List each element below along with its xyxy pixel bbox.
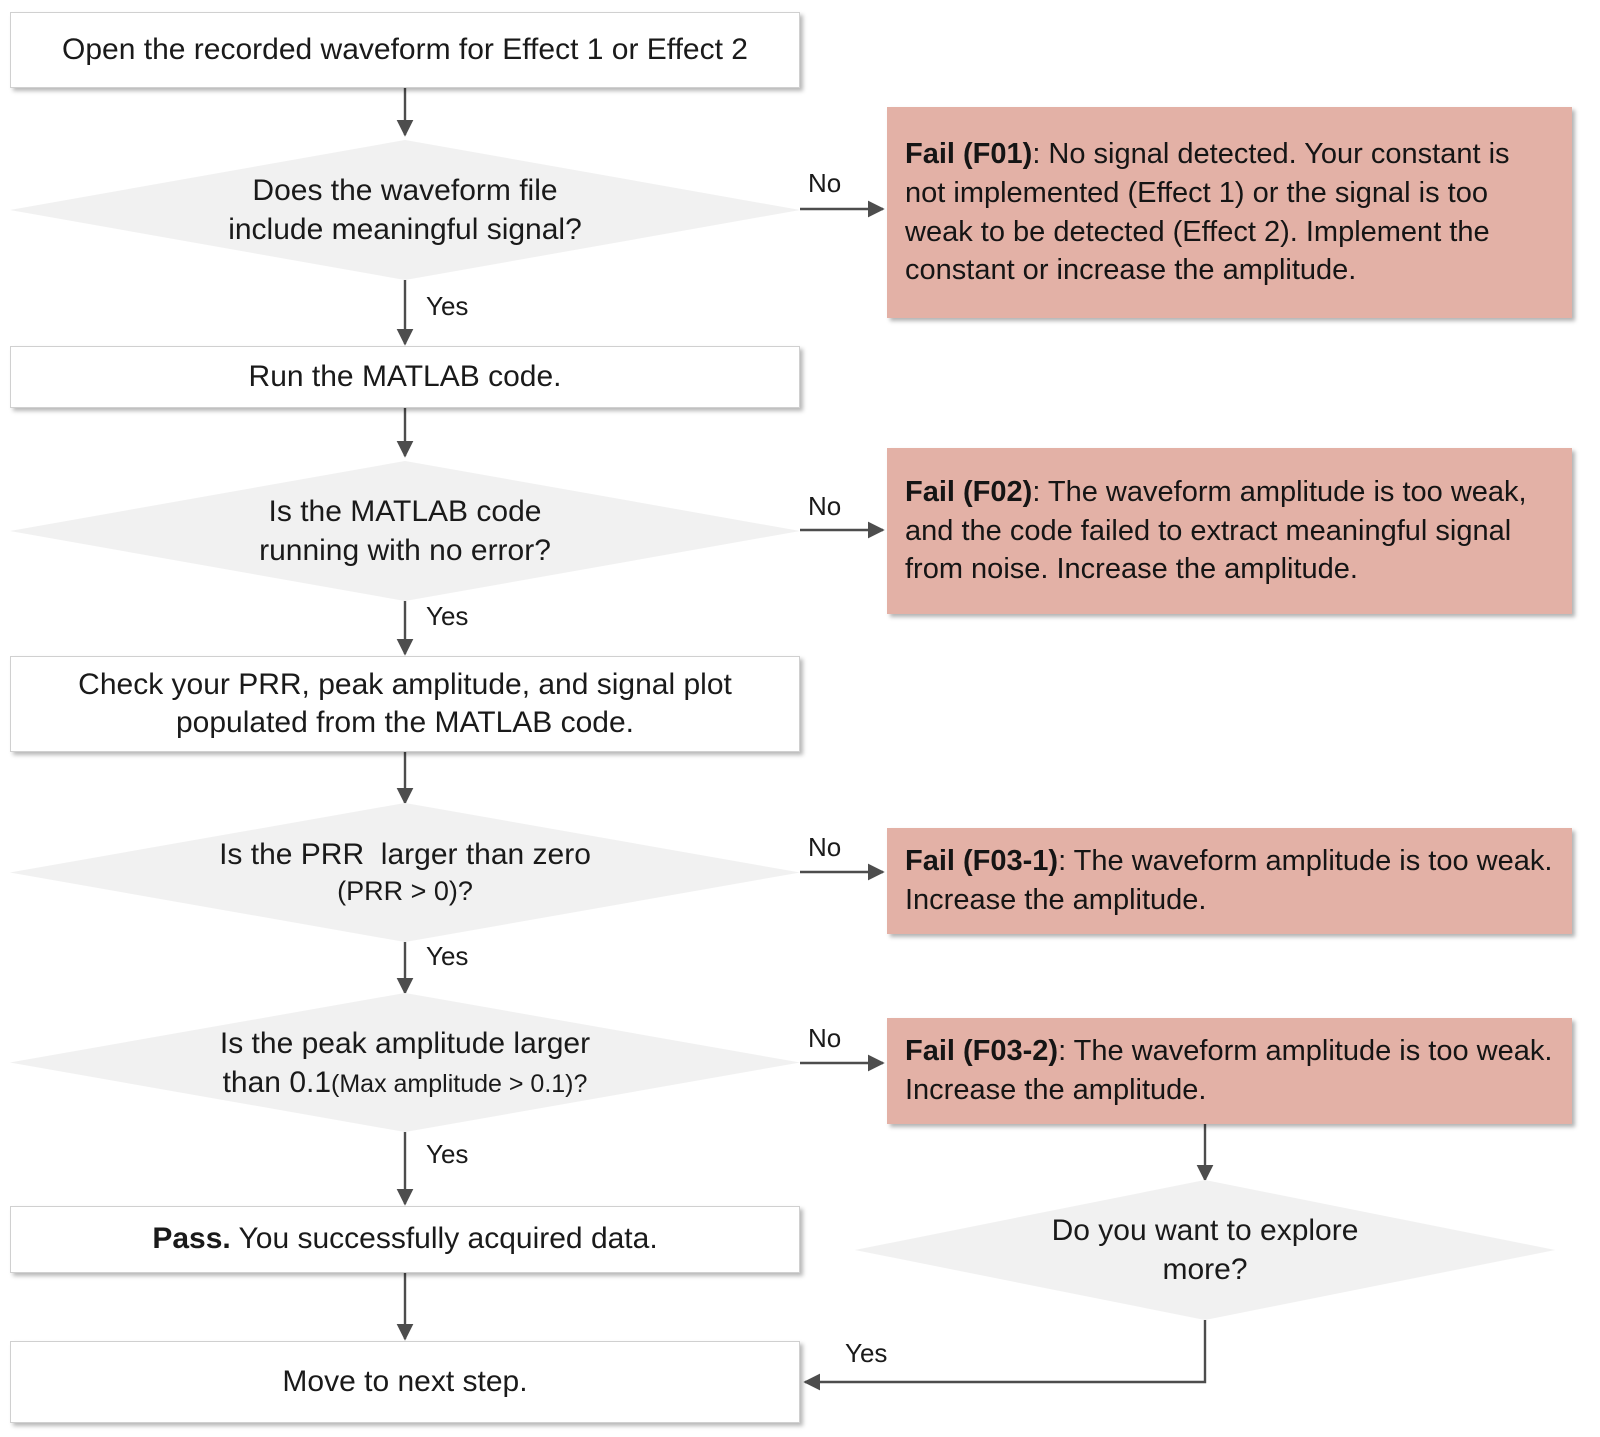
node-open-waveform: Open the recorded waveform for Effect 1 … bbox=[10, 12, 800, 88]
fail-f01-label: Fail (F01) bbox=[905, 137, 1033, 170]
node-q-prr-gt-zero-text: Is the PRR larger than zero (PRR > 0)? bbox=[113, 835, 698, 909]
edge-label-yes-2: Yes bbox=[426, 601, 469, 631]
fail-f01-text: : No signal detected. Your constant is n… bbox=[905, 137, 1510, 287]
node-check-prr: Check your PRR, peak amplitude, and sign… bbox=[10, 656, 800, 752]
node-q-explore-more-text: Do you want to explore more? bbox=[946, 1211, 1464, 1289]
node-q-explore-more: Do you want to explore more? bbox=[855, 1180, 1555, 1320]
edge-label-no-4: No bbox=[808, 1023, 842, 1053]
edge-label-no-1: No bbox=[808, 168, 842, 198]
edge-label-yes-1: Yes bbox=[426, 291, 469, 321]
node-open-waveform-text: Open the recorded waveform for Effect 1 … bbox=[62, 32, 748, 66]
q-peak-amplitude-line2: than 0.1(Max amplitude > 0.1)? bbox=[113, 1063, 698, 1102]
node-q-meaningful-signal-text: Does the waveform file include meaningfu… bbox=[113, 171, 698, 249]
fail-f02-label: Fail (F02) bbox=[905, 475, 1033, 508]
node-fail-f01: Fail (F01): No signal detected. Your con… bbox=[887, 107, 1572, 318]
edge-label-no-2: No bbox=[808, 491, 842, 521]
pass-text: You successfully acquired data. bbox=[230, 1222, 658, 1256]
q-prr-gt-zero-line2: (PRR > 0)? bbox=[337, 876, 473, 907]
node-run-matlab: Run the MATLAB code. bbox=[10, 346, 800, 408]
check-prr-line2: populated from the MATLAB code. bbox=[175, 706, 635, 739]
fail-f03-1-text: : The waveform amplitude is too weak. In… bbox=[905, 845, 1553, 916]
q-peak-amplitude-line2b: (Max amplitude > 0.1)? bbox=[331, 1069, 588, 1098]
node-move-next-text: Move to next step. bbox=[282, 1364, 528, 1398]
node-q-peak-amplitude: Is the peak amplitude larger than 0.1(Ma… bbox=[10, 993, 800, 1132]
node-q-matlab-no-error: Is the MATLAB code running with no error… bbox=[10, 461, 800, 601]
node-q-matlab-no-error-text: Is the MATLAB code running with no error… bbox=[113, 492, 698, 570]
edge-label-yes-4: Yes bbox=[426, 1139, 469, 1169]
q-matlab-no-error-line1: Is the MATLAB code bbox=[268, 495, 542, 528]
node-pass: Pass. You successfully acquired data. bbox=[10, 1206, 800, 1273]
q-explore-more-line2: more? bbox=[1162, 1253, 1248, 1286]
fail-f03-2-text: : The waveform amplitude is too weak. In… bbox=[905, 1035, 1553, 1106]
edge-label-yes-explore: Yes bbox=[845, 1338, 888, 1368]
node-fail-f03-2: Fail (F03-2): The waveform amplitude is … bbox=[887, 1018, 1572, 1124]
pass-label: Pass. bbox=[152, 1222, 231, 1256]
fail-f02-text: : The waveform amplitude is too weak, an… bbox=[905, 475, 1527, 586]
q-meaningful-signal-line1: Does the waveform file bbox=[252, 174, 558, 207]
edge-label-no-3: No bbox=[808, 832, 842, 862]
q-peak-amplitude-line2a: than 0.1 bbox=[222, 1065, 332, 1099]
node-run-matlab-text: Run the MATLAB code. bbox=[248, 359, 562, 393]
node-q-meaningful-signal: Does the waveform file include meaningfu… bbox=[10, 140, 800, 280]
q-explore-more-line1: Do you want to explore bbox=[1051, 1214, 1359, 1247]
q-prr-gt-zero-line1: Is the PRR larger than zero bbox=[219, 838, 591, 872]
fail-f03-1-label: Fail (F03-1) bbox=[905, 845, 1059, 878]
q-peak-amplitude-line1: Is the peak amplitude larger bbox=[219, 1026, 591, 1060]
node-fail-f03-1: Fail (F03-1): The waveform amplitude is … bbox=[887, 828, 1572, 934]
fail-f03-2-label: Fail (F03-2) bbox=[905, 1035, 1059, 1068]
node-q-peak-amplitude-text: Is the peak amplitude larger than 0.1(Ma… bbox=[113, 1024, 698, 1102]
edge-label-yes-3: Yes bbox=[426, 941, 469, 971]
node-fail-f02: Fail (F02): The waveform amplitude is to… bbox=[887, 448, 1572, 614]
q-meaningful-signal-line2: include meaningful signal? bbox=[228, 213, 582, 246]
check-prr-line1: Check your PRR, peak amplitude, and sign… bbox=[78, 667, 732, 701]
q-matlab-no-error-line2: running with no error? bbox=[259, 534, 551, 567]
node-q-prr-gt-zero: Is the PRR larger than zero (PRR > 0)? bbox=[10, 803, 800, 942]
node-move-next: Move to next step. bbox=[10, 1341, 800, 1423]
